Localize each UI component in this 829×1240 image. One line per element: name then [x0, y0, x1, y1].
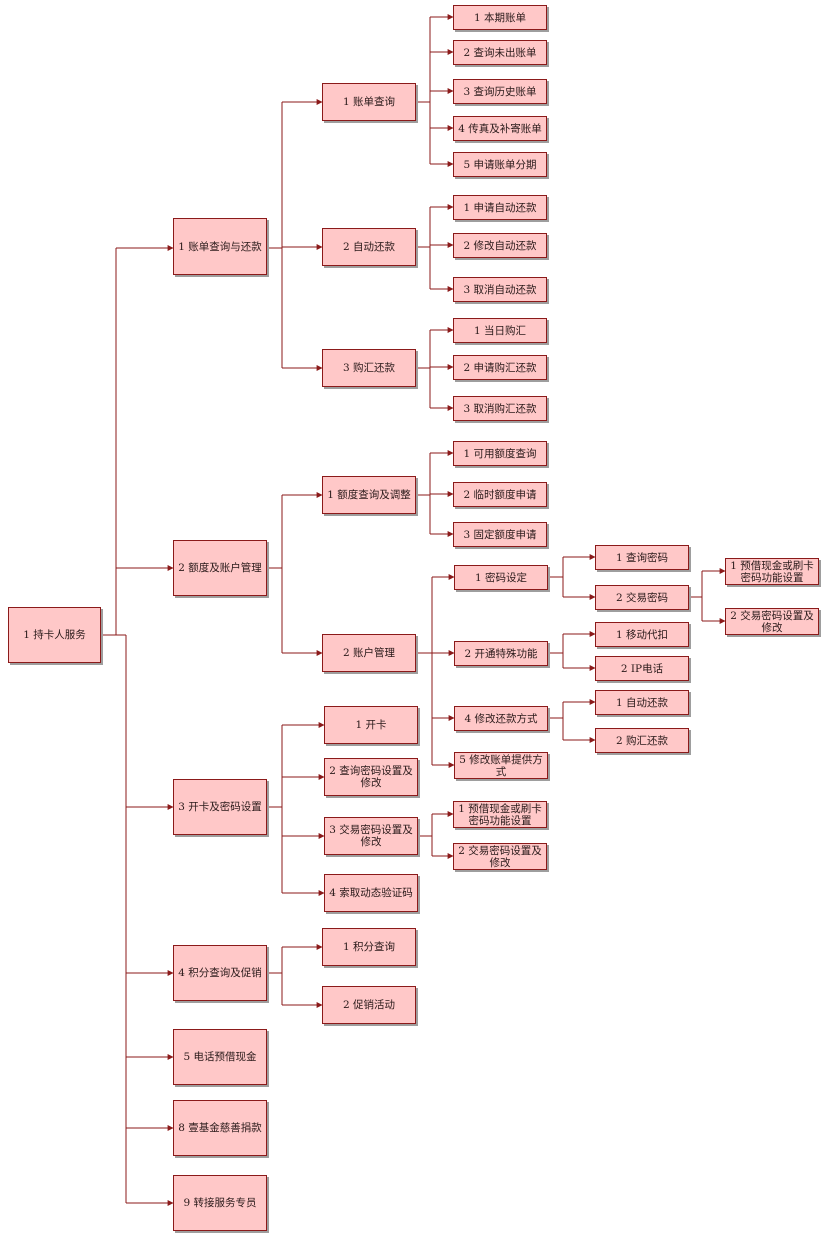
- node-4-1: 1 积分查询: [322, 928, 416, 966]
- node-3-3: 3 交易密码设置及 修改: [324, 817, 418, 855]
- node-2-1-1: 1 可用额度查询: [453, 441, 547, 466]
- node-2-2-4-1: 1 自动还款: [595, 690, 689, 715]
- node-1-2-2: 2 修改自动还款: [453, 233, 547, 258]
- node-5: 5 电话预借现金: [173, 1029, 267, 1085]
- node-3-3-1: 1 预借现金或刷卡 密码功能设置: [453, 801, 547, 828]
- node-2-2: 2 账户管理: [322, 634, 416, 672]
- node-9: 9 转接服务专员: [173, 1175, 267, 1231]
- node-root: 1 持卡人服务: [8, 607, 101, 663]
- node-1: 1 账单查询与还款: [173, 218, 267, 275]
- node-1-1-1: 1 本期账单: [453, 5, 547, 30]
- node-3-3-2: 2 交易密码设置及 修改: [453, 843, 547, 870]
- node-2-1: 1 额度查询及调整: [322, 476, 416, 514]
- node-2-2-2-2: 2 IP电话: [595, 656, 689, 681]
- node-2-2-4: 4 修改还款方式: [454, 706, 548, 731]
- node-2-2-1-2: 2 交易密码: [595, 585, 689, 610]
- node-3-4: 4 索取动态验证码: [324, 874, 418, 912]
- node-1-2-3: 3 取消自动还款: [453, 277, 547, 302]
- node-1-2-1: 1 申请自动还款: [453, 195, 547, 220]
- node-1-1: 1 账单查询: [322, 83, 416, 121]
- node-2: 2 额度及账户管理: [173, 540, 267, 596]
- node-2-2-1-1: 1 查询密码: [595, 545, 689, 570]
- node-1-2: 2 自动还款: [322, 228, 416, 266]
- node-1-3-1: 1 当日购汇: [453, 318, 547, 343]
- node-2-2-2-1: 1 移动代扣: [595, 622, 689, 647]
- node-2-2-1-2-1: 1 预借现金或刷卡 密码功能设置: [725, 558, 819, 585]
- node-8: 8 壹基金慈善捐款: [173, 1100, 267, 1156]
- node-3-1: 1 开卡: [324, 706, 418, 744]
- node-1-3: 3 购汇还款: [322, 349, 416, 387]
- node-4: 4 积分查询及促销: [173, 945, 267, 1001]
- node-2-2-2: 2 开通特殊功能: [454, 641, 548, 666]
- node-1-1-4: 4 传真及补寄账单: [453, 116, 547, 141]
- node-1-3-3: 3 取消购汇还款: [453, 396, 547, 421]
- node-4-2: 2 促销活动: [322, 986, 416, 1024]
- node-3: 3 开卡及密码设置: [173, 779, 267, 835]
- node-1-1-5: 5 申请账单分期: [453, 152, 547, 177]
- node-2-2-4-2: 2 购汇还款: [595, 728, 689, 753]
- node-2-2-5: 5 修改账单提供方 式: [454, 752, 548, 779]
- node-2-2-1-2-2: 2 交易密码设置及 修改: [725, 608, 819, 635]
- node-1-3-2: 2 申请购汇还款: [453, 355, 547, 380]
- node-2-1-2: 2 临时额度申请: [453, 482, 547, 507]
- node-2-1-3: 3 固定额度申请: [453, 522, 547, 547]
- node-3-2: 2 查询密码设置及 修改: [324, 758, 418, 796]
- node-1-1-3: 3 查询历史账单: [453, 79, 547, 104]
- node-2-2-1: 1 密码设定: [454, 565, 548, 590]
- node-1-1-2: 2 查询未出账单: [453, 40, 547, 65]
